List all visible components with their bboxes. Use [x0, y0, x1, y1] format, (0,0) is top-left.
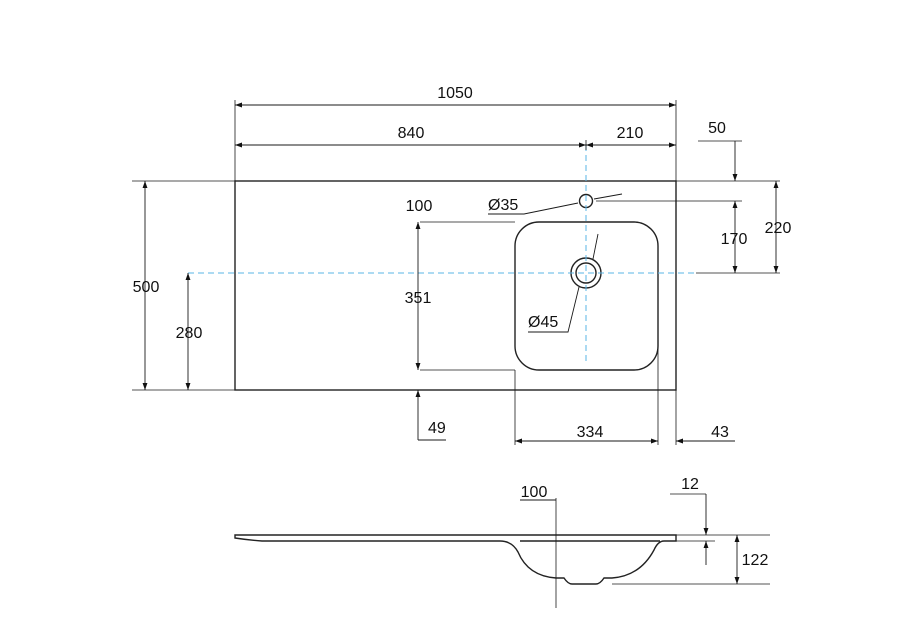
label-12: 12 — [681, 476, 699, 493]
label-100-side: 100 — [521, 484, 548, 501]
label-43: 43 — [711, 424, 729, 441]
leader-tap-hole — [488, 202, 579, 215]
bowl-outline — [514, 221, 659, 371]
label-49: 49 — [428, 420, 446, 437]
side-view: 100 12 122 — [234, 476, 770, 608]
label-351: 351 — [405, 290, 432, 307]
countertop-outline — [234, 180, 677, 391]
side-profile-outline — [234, 534, 677, 585]
label-210: 210 — [617, 125, 644, 142]
label-tap-hole-diameter: Ø35 — [488, 197, 518, 214]
label-280: 280 — [176, 325, 203, 342]
label-drain-hole-diameter: Ø45 — [528, 314, 558, 331]
label-840: 840 — [398, 125, 425, 142]
label-50: 50 — [708, 120, 726, 137]
label-500: 500 — [133, 279, 160, 296]
label-1050: 1050 — [437, 85, 473, 102]
drain-hole-inner — [575, 262, 597, 284]
label-334: 334 — [577, 424, 604, 441]
leader-drain-hole — [528, 286, 580, 333]
label-122: 122 — [742, 552, 769, 569]
label-100-top: 100 — [406, 198, 433, 215]
top-view: 1050 840 210 50 500 280 100 351 49 334 4… — [132, 85, 791, 445]
label-220: 220 — [765, 220, 792, 237]
label-170: 170 — [721, 231, 748, 248]
